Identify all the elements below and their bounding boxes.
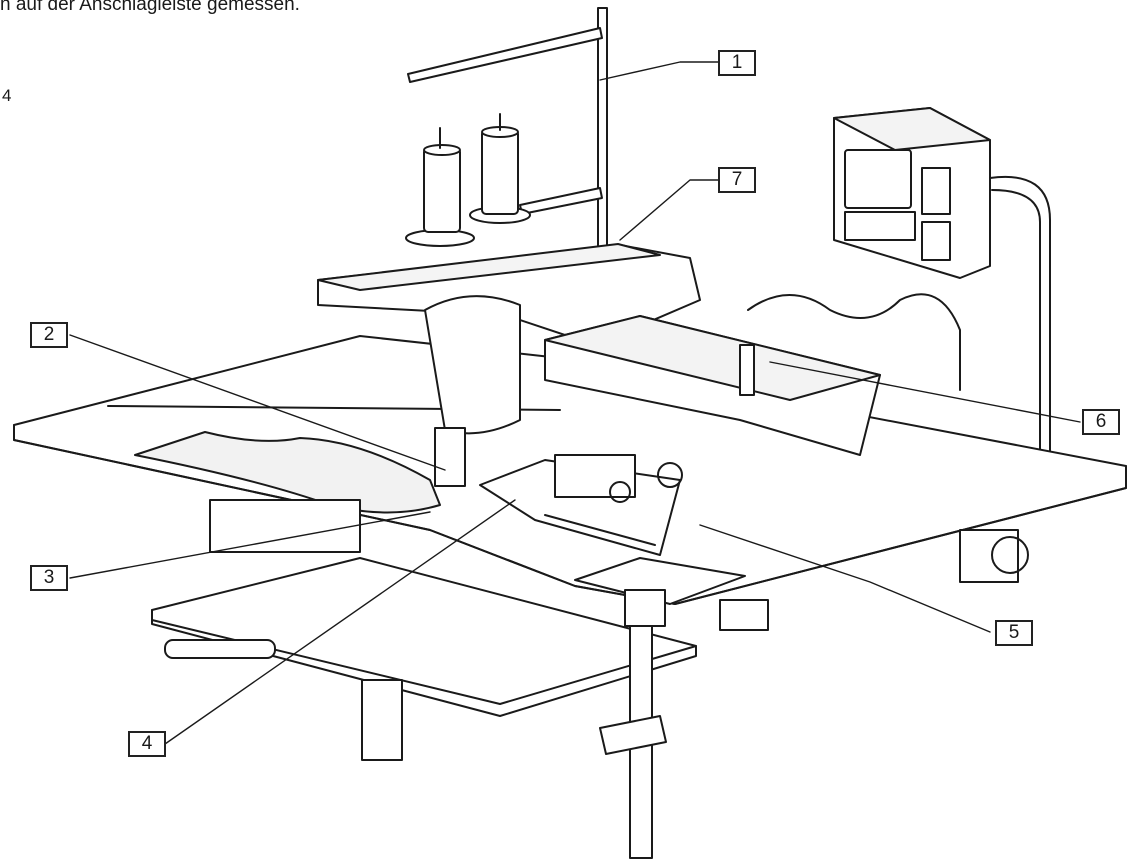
side-number: 4 (2, 86, 12, 105)
sewing-head (317, 243, 701, 487)
callout-6: 6 (1082, 409, 1120, 435)
callout-2: 2 (30, 322, 68, 348)
clamp-carriage (544, 293, 961, 456)
callout-4: 4 (128, 731, 166, 757)
leader-lines (69, 61, 1081, 745)
thread-stand (407, 7, 608, 269)
table-legs (209, 499, 1029, 859)
callout-1: 1 (718, 50, 756, 76)
caption-text: n auf der Anschlagleiste gemessen. (0, 0, 300, 15)
thread-spools (405, 113, 531, 247)
callout-3: 3 (30, 565, 68, 591)
aux-table (151, 557, 697, 761)
folding-unit (479, 454, 746, 605)
callout-5: 5 (995, 620, 1033, 646)
control-panel (833, 107, 1051, 456)
callout-7: 7 (718, 167, 756, 193)
